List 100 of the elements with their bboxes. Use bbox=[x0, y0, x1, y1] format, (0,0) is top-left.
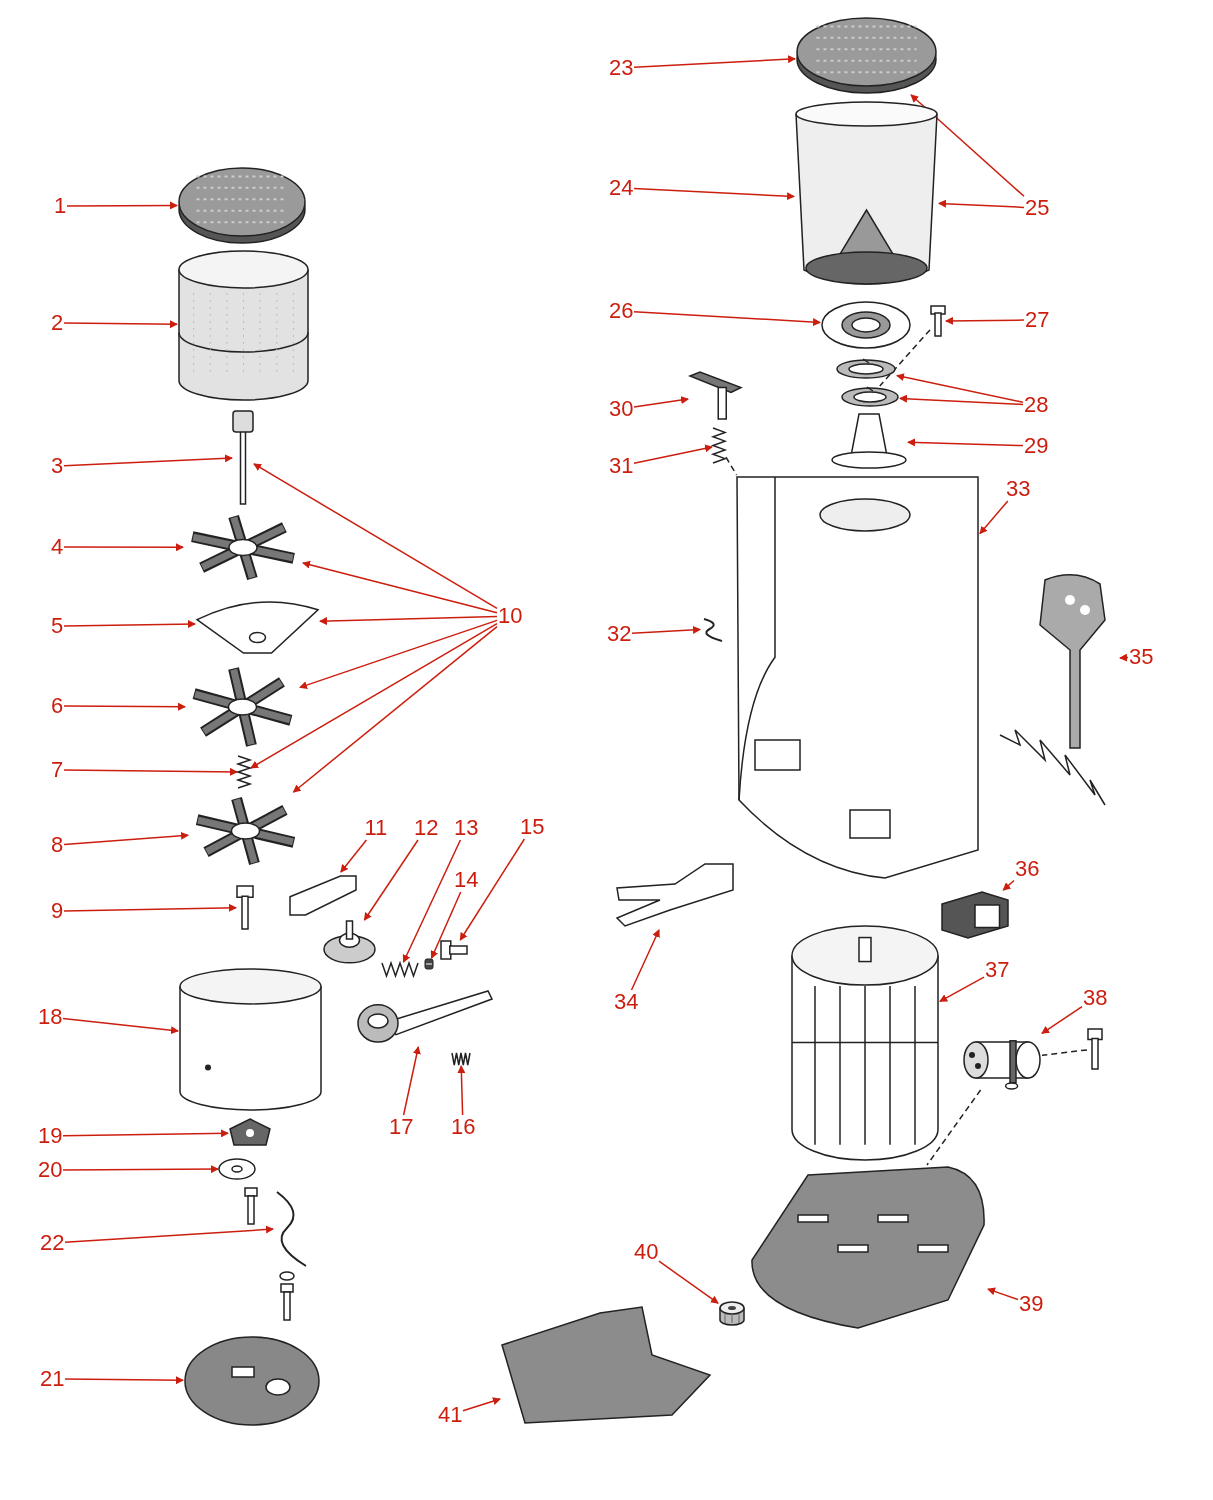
callout-number: 17 bbox=[388, 1115, 415, 1139]
leader-line bbox=[63, 320, 178, 329]
leader-line bbox=[64, 1376, 184, 1385]
leader-line bbox=[945, 316, 1025, 325]
spring-drawing bbox=[382, 962, 418, 977]
screw-drawing bbox=[1087, 1028, 1103, 1070]
leader-line bbox=[63, 454, 233, 467]
callout-number: 26 bbox=[608, 299, 635, 323]
leader-line bbox=[63, 903, 237, 912]
spring-drawing bbox=[712, 428, 726, 463]
screw-drawing bbox=[236, 885, 254, 930]
callout-number: 25 bbox=[1024, 196, 1051, 220]
leader-line bbox=[253, 463, 498, 610]
leader-line bbox=[1041, 1049, 1088, 1057]
base-plate-drawing bbox=[748, 1165, 988, 1330]
callout-number: 39 bbox=[1018, 1292, 1045, 1316]
callout-number: 8 bbox=[50, 833, 65, 857]
leader-line bbox=[64, 1225, 274, 1243]
leader-line bbox=[457, 1065, 466, 1116]
disc-drawing bbox=[183, 1335, 321, 1427]
callout-number: 35 bbox=[1128, 645, 1155, 669]
nut-drawing bbox=[228, 1118, 272, 1148]
leader-line bbox=[250, 622, 498, 769]
bar-drawing bbox=[288, 872, 358, 917]
leader-line bbox=[938, 199, 1025, 209]
callout-number: 14 bbox=[453, 868, 480, 892]
lever-pin-drawing bbox=[688, 370, 743, 420]
ring-drawing bbox=[835, 358, 897, 380]
leader-line bbox=[979, 500, 1009, 535]
leader-line bbox=[633, 55, 796, 69]
leader-line bbox=[633, 396, 689, 408]
leader-line bbox=[879, 329, 931, 387]
leader-line bbox=[658, 1260, 719, 1304]
leader-line bbox=[66, 201, 178, 210]
leader-line bbox=[292, 625, 498, 793]
lid-drawing bbox=[177, 165, 307, 245]
leader-line bbox=[725, 456, 738, 476]
leader-line bbox=[63, 767, 238, 776]
leader-line bbox=[633, 187, 795, 201]
callout-number: 27 bbox=[1024, 308, 1051, 332]
housing-drawing bbox=[735, 475, 980, 880]
pin-drawing bbox=[232, 410, 254, 505]
leader-line bbox=[1041, 1005, 1083, 1035]
leader-line bbox=[63, 702, 186, 711]
leader-line bbox=[62, 1165, 219, 1174]
callout-number: 29 bbox=[1023, 434, 1050, 458]
fork-drawing bbox=[615, 860, 735, 930]
canister-drawing bbox=[177, 250, 310, 400]
callout-number: 16 bbox=[450, 1115, 477, 1139]
bearing-drawing bbox=[820, 300, 912, 350]
leader-line bbox=[633, 444, 713, 465]
callout-number: 4 bbox=[50, 535, 65, 559]
leader-line bbox=[62, 1129, 229, 1138]
callout-number: 5 bbox=[50, 614, 65, 638]
callout-number: 22 bbox=[39, 1231, 66, 1255]
leader-line bbox=[939, 976, 985, 1003]
leader-line bbox=[896, 373, 1024, 403]
callout-number: 31 bbox=[608, 454, 635, 478]
leader-line bbox=[402, 839, 462, 963]
leader-line bbox=[987, 1287, 1019, 1301]
leader-line bbox=[63, 831, 189, 846]
leader-line bbox=[430, 891, 462, 959]
callout-number: 6 bbox=[50, 694, 65, 718]
callout-number: 24 bbox=[608, 176, 635, 200]
callout-number: 1 bbox=[53, 194, 68, 218]
callout-number: 34 bbox=[613, 990, 640, 1014]
leader-line bbox=[899, 394, 1024, 406]
callout-number: 20 bbox=[37, 1158, 64, 1182]
switch-drawing bbox=[940, 890, 1010, 940]
callout-number: 3 bbox=[50, 454, 65, 478]
screw-drawing bbox=[440, 940, 468, 960]
ring-drawing bbox=[840, 386, 900, 408]
washer-drawing bbox=[218, 1158, 256, 1180]
callout-number: 36 bbox=[1014, 857, 1041, 881]
callout-number: 23 bbox=[608, 56, 635, 80]
callout-number: 2 bbox=[50, 311, 65, 335]
screw-drawing bbox=[930, 305, 946, 337]
callout-number: 7 bbox=[50, 758, 65, 782]
leader-line bbox=[907, 438, 1024, 447]
leader-line bbox=[319, 615, 498, 626]
leader-line bbox=[1119, 653, 1129, 662]
leader-line bbox=[633, 310, 821, 326]
foot-drawing bbox=[718, 1300, 746, 1326]
cup-drawing bbox=[178, 968, 323, 1110]
spring-drawing bbox=[452, 1052, 470, 1066]
callout-number: 21 bbox=[39, 1367, 66, 1391]
callout-number: 41 bbox=[437, 1403, 464, 1427]
callout-number: 28 bbox=[1023, 393, 1050, 417]
collar-drawing bbox=[830, 412, 908, 470]
leader-line bbox=[459, 838, 526, 941]
leader-line bbox=[63, 620, 196, 628]
callout-number: 15 bbox=[519, 815, 546, 839]
leader-line bbox=[363, 839, 419, 921]
callout-number: 12 bbox=[413, 816, 440, 840]
callout-number: 10 bbox=[497, 604, 524, 628]
leader-line bbox=[926, 1089, 982, 1166]
spring-drawing bbox=[237, 756, 251, 788]
lid-drawing bbox=[795, 15, 938, 95]
leader-line bbox=[63, 543, 184, 552]
leader-line bbox=[62, 1017, 179, 1035]
